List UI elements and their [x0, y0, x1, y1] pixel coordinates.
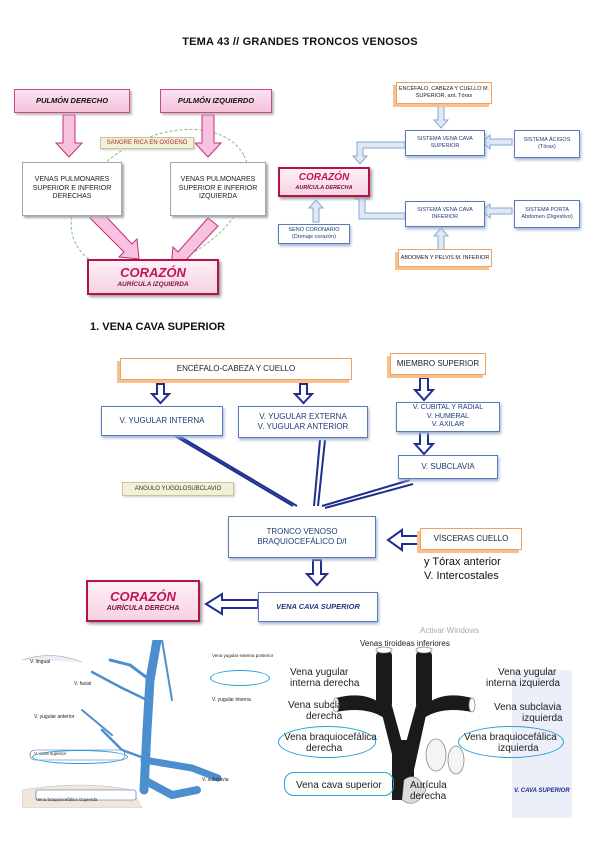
label-subclavia: V. subclavia — [202, 777, 229, 783]
box-sistema-cava-superior: SISTEMA VENA CAVA SUPERIOR — [405, 130, 485, 156]
box-abdomen-pelvis: ABDOMEN Y PELVIS M. INFERIOR — [398, 249, 492, 267]
box-venas-pulmonares-izquierdas: VENAS PULMONARES SUPERIOR E INFERIOR IZQ… — [170, 162, 266, 216]
box-yugular-externa-anterior: V. YUGULAR EXTERNA V. YUGULAR ANTERIOR — [238, 406, 368, 438]
highlight-braquiocefalica-izquierda — [458, 726, 564, 758]
pulmonary-arrows — [54, 114, 250, 272]
corazon-title-large: CORAZÓN — [110, 588, 176, 604]
box-sistema-porta: SISTEMA PORTA Abdomen (Digestivo) — [514, 200, 580, 228]
section-heading: 1. VENA CAVA SUPERIOR — [90, 321, 226, 333]
label-yugular-anterior: V. yugular anterior — [34, 714, 75, 720]
axilar-label: V. AXILAR — [431, 421, 465, 429]
yugular-externa-label: V. YUGULAR EXTERNA — [259, 412, 347, 421]
box-corazon-auricula-derecha-small: CORAZÓN AURÍCULA DERECHA — [278, 167, 370, 197]
yugular-anterior-label: V. YUGULAR ANTERIOR — [257, 422, 349, 431]
box-miembro-superior: MIEMBRO SUPERIOR — [390, 353, 486, 375]
label-yugular-externa-posterior: Vena yugular externa posterior — [212, 653, 274, 658]
box-cubital-humeral-axilar: V. CUBITAL Y RADIAL V. HUMERAL V. AXILAR — [396, 402, 500, 432]
auricula-derecha-label-large: AURÍCULA DERECHA — [106, 604, 180, 612]
label-auricula-1: Aurícula — [410, 780, 447, 791]
label-auricula-2: derecha — [410, 791, 447, 802]
box-visceras-cuello: VÍSCERAS CUELLO — [420, 528, 522, 550]
text-intercostales: V. Intercostales — [424, 570, 499, 582]
highlight-vena-cava-superior — [284, 772, 394, 796]
neck-veins-illustration: V. lingual V. facial V. yugular anterior… — [22, 640, 276, 808]
label-subclavia-izquierda-1: Vena subclavia — [494, 702, 562, 713]
box-pulmon-derecho: PULMÓN DERECHO — [14, 89, 130, 113]
neck-veins-drawing — [22, 640, 276, 808]
box-corazon-auricula-izquierda: CORAZÓN AURÍCULA IZQUIERDA — [87, 259, 219, 295]
corazon-title: CORAZÓN — [120, 264, 186, 280]
label-facial: V. facial — [74, 681, 92, 687]
veins-schematic-illustration: Venas tiroideas inferiores Vena yugular … — [276, 640, 572, 818]
tag-v-cava-superior: V. CAVA SUPERIOR — [514, 788, 570, 794]
page-title: TEMA 43 // GRANDES TRONCOS VENOSOS — [182, 36, 418, 48]
watermark-activar-windows: Activar Windows — [420, 626, 480, 635]
humeral-label: V. HUMERAL — [426, 412, 470, 420]
box-corazon-auricula-derecha: CORAZÓN AURÍCULA DERECHA — [86, 580, 200, 622]
label-subclavia-izquierda-2: izquierda — [522, 713, 563, 724]
text-torax-anterior: y Tórax anterior — [424, 556, 501, 568]
highlight-oval-1 — [210, 670, 270, 686]
box-tronco-braquiocefalico: TRONCO VENOSO BRAQUIOCEFÁLICO D/I — [228, 516, 376, 558]
box-encefalo-cabeza-cuello: ENCÉFALO-CABEZA Y CUELLO — [120, 358, 352, 380]
corazon-title-small: CORAZÓN — [298, 172, 350, 184]
box-pulmon-izquierdo: PULMÓN IZQUIERDO — [160, 89, 272, 113]
label-angulo-yugolosubclavio: ANGULO YUGOLOSUBCLAVIO — [122, 482, 234, 496]
box-sistema-acigos: SISTEMA ÁCIGOS (Tórax) — [514, 130, 580, 158]
box-subclavia: V. SUBCLAVIA — [398, 455, 498, 479]
highlight-oval-2 — [32, 750, 128, 764]
label-yugular-derecha-1: Vena yugular — [290, 667, 349, 678]
label-tiroideas-inferiores: Venas tiroideas inferiores — [360, 640, 450, 648]
label-vena-cava-superior: Vena cava superior — [296, 780, 382, 791]
box-yugular-interna: V. YUGULAR INTERNA — [101, 406, 223, 436]
vena-cava-arrows — [149, 377, 436, 616]
label-subclavia-derecha-1: Vena subclavia — [288, 700, 356, 711]
box-venas-pulmonares-derechas: VENAS PULMONARES SUPERIOR E INFERIOR DER… — [22, 162, 122, 216]
tronco-venoso-label: TRONCO VENOSO — [266, 527, 338, 536]
label-yugular-izquierda-1: Vena yugular — [498, 667, 557, 678]
label-sangre-oxigeno: SANGRE RICA EN OXÍGENO — [100, 137, 194, 149]
label-yugular-interna: V. yugular interna — [212, 697, 251, 703]
braquiocefalico-label: BRAQUIOCEFÁLICO D/I — [257, 537, 347, 546]
box-seno-coronario: SENO CORONARIO (Drenaje corazón) — [278, 224, 350, 244]
auricula-derecha-label-small: AURÍCULA DERECHA — [295, 184, 353, 191]
label-yugular-izquierda-2: interna izquierda — [486, 678, 560, 689]
label-braquiocefalica-izquierda: Vena braquiocefálica izquierda — [36, 797, 98, 802]
auricula-izquierda-label: AURÍCULA IZQUIERDA — [117, 281, 189, 289]
label-lingual: V. lingual — [30, 659, 51, 665]
box-vena-cava-superior: VENA CAVA SUPERIOR — [258, 592, 378, 622]
label-subclavia-derecha-2: derecha — [306, 711, 343, 722]
systemic-arrows — [307, 105, 513, 251]
cubital-radial-label: V. CUBITAL Y RADIAL — [412, 403, 484, 411]
box-sistema-cava-inferior: SISTEMA VENA CAVA INFERIOR — [405, 201, 485, 227]
box-encefalo-superior: ENCÉFALO, CABEZA Y CUELLO M. SUPERIOR, a… — [396, 82, 492, 104]
label-yugular-derecha-2: interna derecha — [290, 678, 360, 689]
highlight-braquiocefalica-derecha — [278, 726, 376, 758]
